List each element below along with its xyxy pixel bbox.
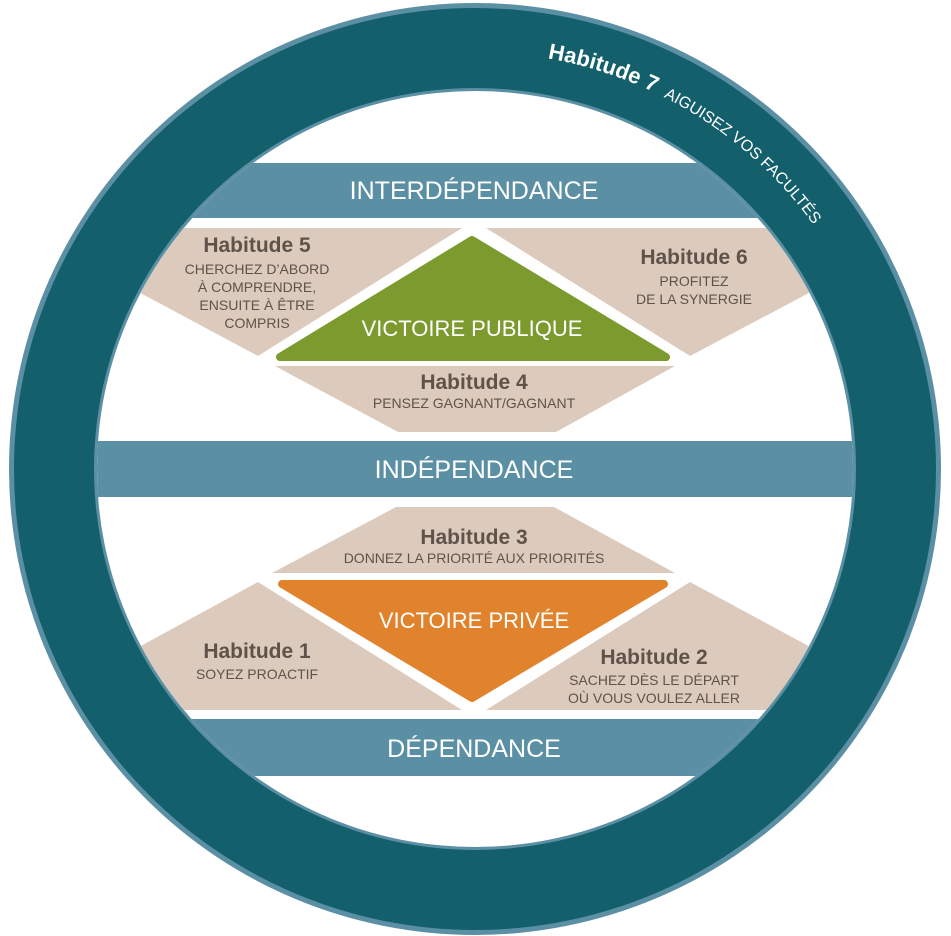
band-independance xyxy=(97,441,853,497)
band-dependance-label: DÉPENDANCE xyxy=(387,734,561,763)
public-victory-label: VICTOIRE PUBLIQUE xyxy=(362,316,583,341)
habit1-shape xyxy=(97,582,462,710)
private-victory-triangle xyxy=(278,580,668,702)
habit3-title: Habitude 3 xyxy=(420,526,527,549)
band-interdependance-label: INTERDÉPENDANCE xyxy=(350,176,599,205)
habit6-title: Habitude 6 xyxy=(640,246,747,269)
habit2-title: Habitude 2 xyxy=(600,646,707,669)
habit4-line: PENSEZ GAGNANT/GAGNANT xyxy=(373,395,576,411)
habit3-line: DONNEZ LA PRIORITÉ AUX PRIORITÉS xyxy=(344,550,605,566)
habit4-title: Habitude 4 xyxy=(420,371,528,394)
habit6-line: DE LA SYNERGIE xyxy=(636,291,752,307)
habit1-title: Habitude 1 xyxy=(203,640,311,663)
habit1-line: SOYEZ PROACTIF xyxy=(196,666,318,682)
habit4-shape xyxy=(275,366,675,432)
habit2-shape xyxy=(486,582,853,710)
habit6-line: PROFITEZ xyxy=(659,273,729,289)
band-independance-label: INDÉPENDANCE xyxy=(375,455,574,484)
habit6-shape xyxy=(486,228,853,356)
habit5-line: COMPRIS xyxy=(224,315,289,331)
habit5-title: Habitude 5 xyxy=(203,234,311,257)
habit5-line: ENSUITE À ÊTRE xyxy=(199,297,314,313)
habit3-shape xyxy=(272,507,675,573)
habit2-line: OÙ VOUS VOULEZ ALLER xyxy=(568,690,740,706)
habit5-line: CHERCHEZ D’ABORD xyxy=(185,261,330,277)
habit5-shape xyxy=(97,228,462,356)
private-victory-label: VICTOIRE PRIVÉE xyxy=(379,608,569,633)
public-victory-triangle xyxy=(276,236,670,361)
habit2-line: SACHEZ DÈS LE DÉPART xyxy=(569,672,739,688)
habit5-line: À COMPRENDRE, xyxy=(198,279,316,295)
